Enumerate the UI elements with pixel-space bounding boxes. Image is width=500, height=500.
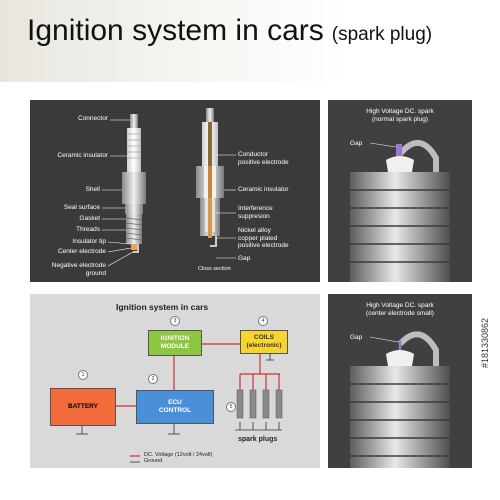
- spark-normal-title: High Voltage DC. spark(normal spark plug…: [366, 108, 434, 123]
- spark-small-drawing: [350, 331, 450, 468]
- label-insulator-tip: Insulator tip: [72, 238, 106, 245]
- spark-normal-panel: High Voltage DC. spark(normal spark plug…: [328, 100, 472, 282]
- label-ceramic-insulator-left: Ceramic insulator: [57, 152, 108, 159]
- stock-id: #181330862: [480, 317, 490, 368]
- system-wiring: [76, 343, 283, 463]
- label-gasket: Gasket: [79, 215, 100, 222]
- spark-plug-drawing: [102, 108, 236, 267]
- label-gap: Gap: [238, 255, 251, 262]
- spark-plug-cross-section: [196, 108, 224, 247]
- marker-4: 4: [258, 316, 268, 326]
- marker-2: 2: [148, 374, 158, 384]
- spark-plug-whole: [122, 114, 146, 253]
- title-main: Ignition system in cars: [27, 14, 324, 47]
- label-threads: Threads: [76, 226, 100, 233]
- legend-ground: Ground: [144, 458, 163, 464]
- label-connector: Connector: [78, 115, 108, 122]
- spark-plugs-label: spark plugs: [238, 436, 278, 443]
- spark-normal-gap-label: Gap: [350, 140, 363, 147]
- spark-plug-anatomy-panel: Connector Ceramic insulator Shell Seal s…: [30, 100, 320, 282]
- coils-box: COILS(electronic): [240, 330, 288, 354]
- spark-small-title: High Voltage DC. spark(center electrode …: [366, 302, 434, 317]
- plug-icons: [236, 389, 283, 419]
- page-title: Ignition system in cars (spark plug): [27, 14, 432, 48]
- spark-small-gap-label: Gap: [350, 334, 363, 341]
- label-center-electrode: Center electrode: [57, 248, 106, 255]
- label-ceramic-insulator-right: Ceramic insulator: [238, 186, 289, 193]
- spark-normal-drawing: [350, 140, 450, 282]
- system-title: Ignition system in cars: [116, 302, 209, 312]
- cross-section-caption: Closs section: [198, 266, 231, 272]
- label-shell: Shell: [85, 186, 100, 193]
- battery-box: BATTERY: [50, 388, 116, 426]
- marker-1: 1: [78, 370, 88, 380]
- marker-3: 3: [170, 316, 180, 326]
- marker-5: 5: [226, 402, 236, 412]
- header-band: [0, 0, 500, 82]
- title-sub: (spark plug): [331, 24, 433, 45]
- label-seal-surface: Seal surface: [63, 204, 100, 211]
- legend-dc-voltage: DC. Voltage (12volt / 24volt): [144, 452, 213, 458]
- spark-small-electrode-panel: High Voltage DC. spark(center electrode …: [328, 294, 472, 468]
